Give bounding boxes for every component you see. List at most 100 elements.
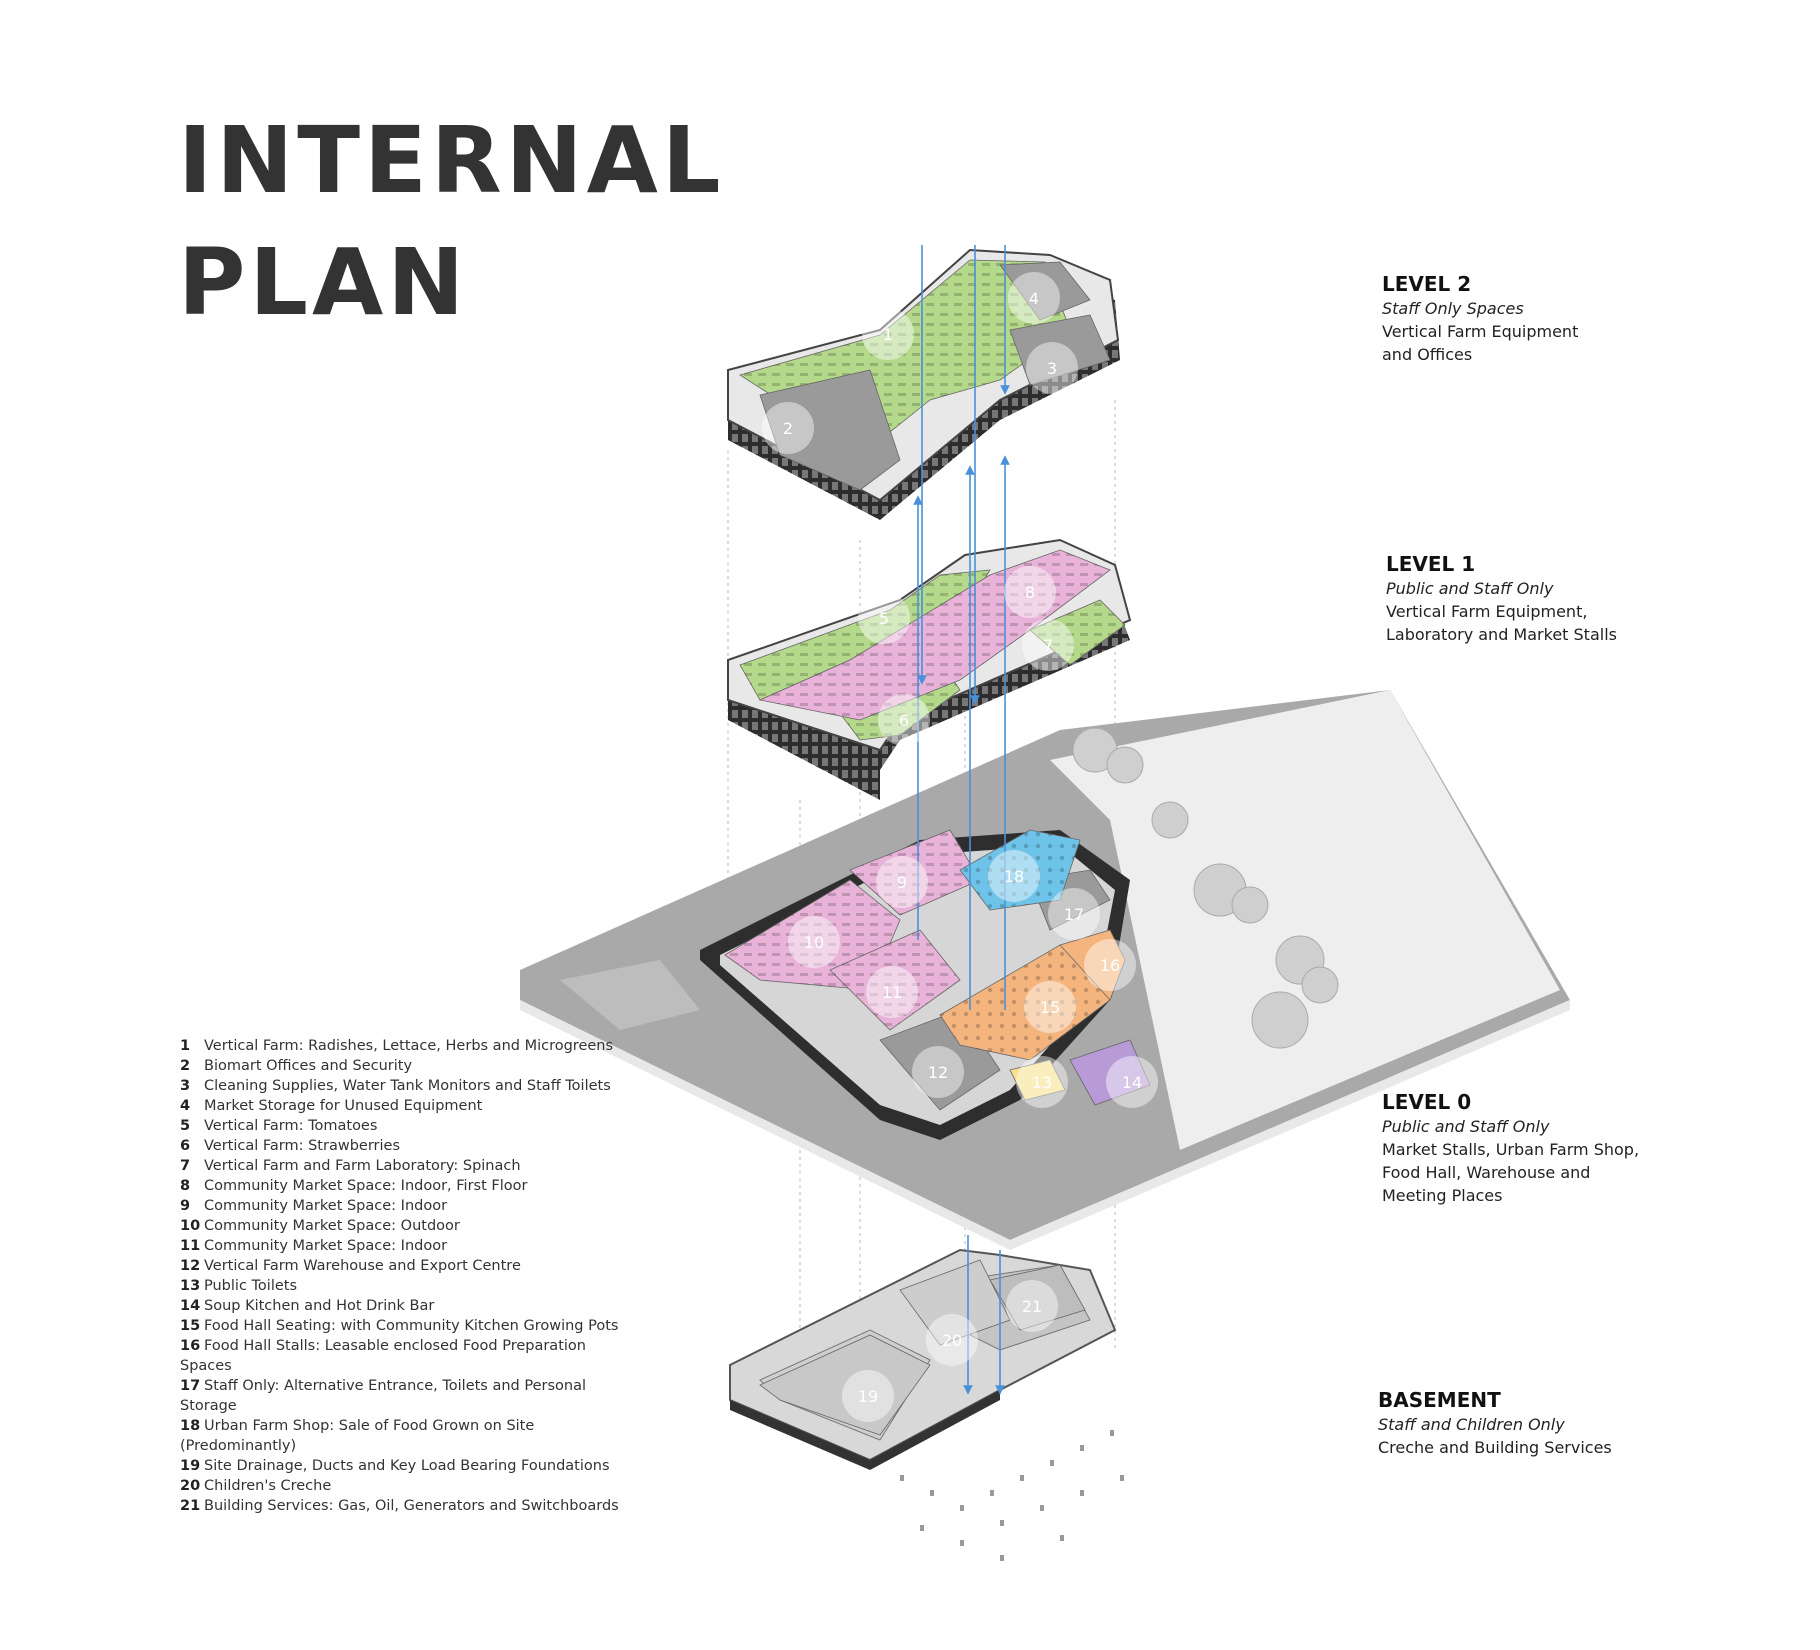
legend-number: 9 (180, 1198, 191, 1214)
legend-number: 5 (180, 1118, 191, 1134)
level-0-description-line: Market Stalls, Urban Farm Shop, (1382, 1140, 1640, 1159)
zone-marker-number: 17 (1064, 905, 1084, 924)
level-0-name: LEVEL 0 (1382, 1090, 1472, 1114)
zone-marker-circle (1016, 1056, 1068, 1108)
zone-marker-number: 5 (879, 609, 889, 628)
level-0-description-line: Food Hall, Warehouse and (1382, 1163, 1591, 1182)
legend-number: 7 (180, 1158, 191, 1174)
legend-number: 13 (180, 1278, 201, 1294)
zone-marker-number: 14 (1122, 1073, 1142, 1092)
legend-number: 10 (180, 1218, 201, 1234)
legend-number: 1 (180, 1038, 191, 1054)
legend-text: Food Hall Seating: with Community Kitche… (204, 1318, 619, 1334)
legend-number: 19 (180, 1458, 201, 1474)
zone-marker-circle (1024, 981, 1076, 1033)
page-title: INTERNAL PLAN (178, 100, 725, 344)
legend-text: Staff Only: Alternative Entrance, Toilet… (180, 1378, 586, 1414)
zone-services-3 (1009, 314, 1111, 386)
zone-marker-circle (862, 308, 914, 360)
zone-marker-circle (988, 850, 1040, 902)
zone-urban-farm-shop-18-texture (960, 830, 1080, 910)
legend-item: 3 Cleaning Supplies, Water Tank Monitors … (180, 1076, 620, 1096)
zone-marker-circle (842, 1370, 894, 1422)
legend-number: 17 (180, 1378, 201, 1394)
level-0-caption: LEVEL 0 Public and Staff Only Market Sta… (1382, 1090, 1682, 1207)
legend-text: Cleaning Supplies, Water Tank Monitors a… (204, 1078, 611, 1094)
zone-marker-circle (1084, 939, 1136, 991)
legend-number: 3 (180, 1078, 191, 1094)
zone-marker-number: 13 (1032, 1073, 1052, 1092)
level-2-description-line: Vertical Farm Equipment (1382, 322, 1579, 341)
zone-marker-number: 3 (1047, 359, 1057, 378)
zone-marker-circle (1022, 619, 1074, 671)
zone-marker-circle (876, 856, 928, 908)
legend-text: Soup Kitchen and Hot Drink Bar (204, 1298, 435, 1314)
level-0-zones (724, 829, 1151, 1436)
level-2-name: LEVEL 2 (1382, 272, 1472, 296)
legend-text: Urban Farm Shop: Sale of Food Grown on S… (180, 1418, 535, 1454)
legend-text: Community Market Space: Indoor, First Fl… (204, 1178, 528, 1194)
zone-market-indoor-9-texture (850, 830, 980, 915)
zone-soup-kitchen-14 (1069, 1039, 1151, 1106)
basement-subtitle: Staff and Children Only (1378, 1415, 1565, 1434)
zone-marker-circle (762, 402, 814, 454)
title-line-1: INTERNAL (178, 107, 725, 214)
legend-number: 14 (180, 1298, 201, 1314)
zone-marker-number: 18 (1004, 867, 1024, 886)
zone-market-first-floor-8-texture (760, 550, 1110, 720)
level-1-caption: LEVEL 1 Public and Staff Only Vertical F… (1386, 552, 1686, 646)
zone-marker-circle (1006, 1280, 1058, 1332)
legend-text: Biomart Offices and Security (204, 1058, 413, 1074)
zone-marker-circle (788, 916, 840, 968)
legend-item: 1 Vertical Farm: Radishes, Lettace, Herbs… (180, 1036, 620, 1056)
legend-text: Vertical Farm: Radishes, Lettace, Herbs … (204, 1038, 614, 1054)
legend-number: 18 (180, 1418, 201, 1434)
legend-number: 12 (180, 1258, 201, 1274)
zone-marker-number: 4 (1029, 289, 1039, 308)
legend-number: 2 (180, 1058, 191, 1074)
zone-marker-circle (858, 592, 910, 644)
legend-text: Site Drainage, Ducts and Key Load Bearin… (204, 1458, 610, 1474)
legend-text: Vertical Farm Warehouse and Export Centr… (204, 1258, 521, 1274)
level-1-zones (739, 549, 1126, 741)
zone-marker-number: 6 (899, 711, 909, 730)
legend-item: 8 Community Market Space: Indoor, First F… (180, 1176, 620, 1196)
zone-marker-number: 1 (883, 325, 893, 344)
zone-marker-number: 15 (1040, 998, 1060, 1017)
basement-description-line: Creche and Building Services (1378, 1438, 1612, 1457)
level-1-description-line: Vertical Farm Equipment, (1386, 602, 1588, 621)
legend-number: 4 (180, 1098, 191, 1114)
zone-marker-circle (866, 966, 918, 1018)
circulation-arrows (913, 245, 1010, 1395)
zone-marker-number: 2 (783, 419, 793, 438)
zone-marker-circle (926, 1314, 978, 1366)
level-1-subtitle: Public and Staff Only (1386, 579, 1554, 598)
zone-marker-number: 20 (942, 1331, 962, 1350)
trees (1072, 727, 1339, 1049)
zone-toilets-13 (1009, 1059, 1066, 1101)
legend-text: Community Market Space: Outdoor (204, 1218, 460, 1234)
zone-marker-circle (1004, 566, 1056, 618)
level-2-subtitle: Staff Only Spaces (1382, 299, 1524, 318)
legend-number: 8 (180, 1178, 191, 1194)
basement-name: BASEMENT (1378, 1388, 1501, 1412)
zone-marker-number: 8 (1025, 583, 1035, 602)
zone-site-drainage-19 (759, 1334, 931, 1436)
legend-number: 11 (180, 1238, 201, 1254)
zone-marker-number: 19 (858, 1387, 878, 1406)
legend-text: Food Hall Stalls: Leasable enclosed Food… (180, 1338, 586, 1374)
zone-marker-circle (1106, 1056, 1158, 1108)
zone-marker-number: 16 (1100, 956, 1120, 975)
